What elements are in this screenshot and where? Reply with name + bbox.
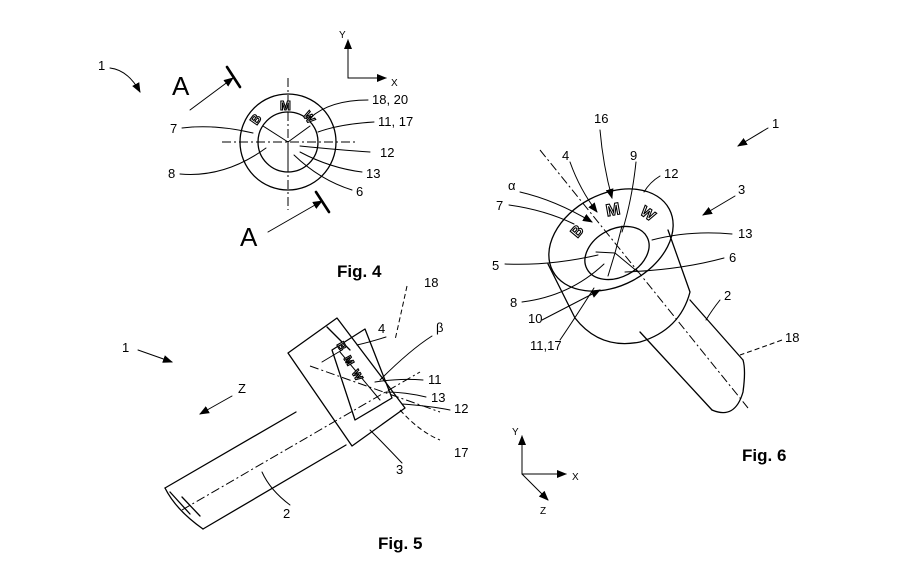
figure-4: Y X B M W A A 1 (98, 30, 413, 281)
fig6-ref-16: 16 (594, 111, 608, 126)
fig5-ref-beta: β (436, 320, 443, 335)
fig4-axes: Y X (339, 30, 398, 89)
fig5-ref-18: 18 (424, 275, 438, 290)
fig5-ref-13: 13 (431, 390, 445, 405)
figure-5: B M W Z 1 18 4 β 11 13 12 3 17 2 Fig. 5 (122, 275, 468, 553)
fig5-ref-4: 4 (378, 321, 385, 336)
fig6-axis-y: Y (512, 427, 519, 438)
fig6-ref-9: 9 (630, 148, 637, 163)
fig4-ring: B M W (222, 78, 358, 210)
fig4-logo-m: M (280, 98, 291, 113)
fig6-ref-8: 8 (510, 295, 517, 310)
fig6-ref-18: 18 (785, 330, 799, 345)
fig6-axis-x: X (572, 472, 579, 483)
fig4-logo-b: B (247, 111, 265, 127)
fig6-caption: Fig. 6 (742, 446, 786, 465)
fig4-axis-x: X (391, 78, 398, 89)
fig4-ref-13: 13 (366, 166, 380, 181)
fig6-ref-10: 10 (528, 311, 542, 326)
fig4-ref-6: 6 (356, 184, 363, 199)
fig6-ref-11-17: 11,17 (530, 338, 562, 353)
fig6-ref-4: 4 (562, 148, 569, 163)
fig6-logo-m: M (604, 199, 621, 220)
fig4-ref-12: 12 (380, 145, 394, 160)
fig5-ref-2: 2 (283, 506, 290, 521)
fig6-ref-7: 7 (496, 198, 503, 213)
fig5-ref-12: 12 (454, 401, 468, 416)
fig6-ref-alpha: α (508, 178, 516, 193)
fig6-ref-2: 2 (724, 288, 731, 303)
fig6-axes: Y X Z (512, 427, 579, 517)
fig6-shaft (539, 149, 749, 414)
fig5-axis-z: Z (238, 381, 246, 396)
fig4-ref-11-17: 11, 17 (378, 114, 413, 129)
fig5-ref-11: 11 (428, 372, 442, 387)
figure-6: Y X Z B M W 1 16 4 (492, 111, 799, 517)
fig4-ref-8: 8 (168, 166, 175, 181)
fig5-ref-3: 3 (396, 462, 403, 477)
fig5-ref-1: 1 (122, 340, 129, 355)
fig5-logo-w: W (349, 368, 365, 384)
fig6-ref-3: 3 (738, 182, 745, 197)
fig6-ref-13: 13 (738, 226, 752, 241)
fig5-head: B M W (287, 317, 406, 447)
fig4-ref-7: 7 (170, 121, 177, 136)
fig4-section-line: A A (172, 65, 331, 252)
fig4-section-a-bottom: A (240, 222, 258, 252)
fig6-ref-5: 5 (492, 258, 499, 273)
fig6-axis-z: Z (540, 506, 546, 517)
fig4-axis-y: Y (339, 30, 346, 41)
fig5-shank (164, 371, 421, 530)
fig6-ref-1: 1 (772, 116, 779, 131)
fig6-logo-b: B (567, 222, 587, 241)
fig5-ref-17: 17 (454, 445, 468, 460)
fig6-logo-w: W (637, 203, 659, 226)
fig6-ref-6: 6 (729, 250, 736, 265)
fig5-caption: Fig. 5 (378, 534, 422, 553)
fig4-caption: Fig. 4 (337, 262, 382, 281)
fig6-ref-12: 12 (664, 166, 678, 181)
fig4-section-a-top: A (172, 71, 190, 101)
fig4-ref-1: 1 (98, 58, 105, 73)
fig4-logo-w: W (300, 109, 318, 127)
fig4-ref-18-20: 18, 20 (372, 92, 408, 107)
